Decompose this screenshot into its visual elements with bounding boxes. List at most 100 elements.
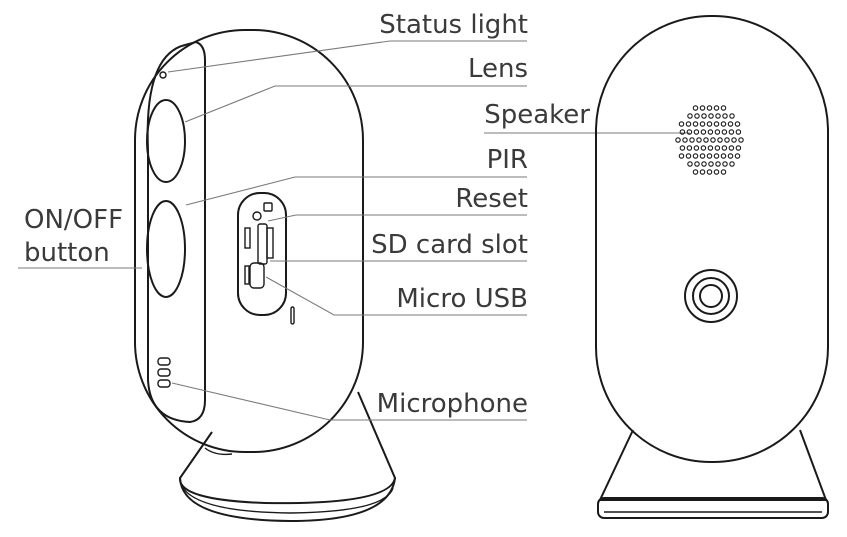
speaker-hole xyxy=(701,113,707,119)
front-face xyxy=(146,40,206,424)
stand-joint xyxy=(204,447,233,456)
speaker-hole xyxy=(696,137,702,143)
speaker-hole xyxy=(717,137,723,143)
lens xyxy=(146,99,186,183)
port-panel xyxy=(237,192,287,316)
speaker-hole xyxy=(729,113,735,119)
speaker-hole xyxy=(721,129,728,135)
speaker-hole xyxy=(675,137,681,143)
speaker-hole xyxy=(738,137,744,143)
speaker-hole xyxy=(713,169,720,175)
speaker-hole xyxy=(694,161,700,167)
label-sd-card-slot: SD card slot xyxy=(371,230,528,260)
speaker-hole xyxy=(713,153,720,159)
speaker-hole xyxy=(693,129,700,135)
left-camera: Status light Lens PIR Reset SD card slot… xyxy=(18,10,690,523)
speaker-hole xyxy=(692,121,699,127)
speaker-hole xyxy=(706,153,713,159)
speaker-hole xyxy=(727,153,734,159)
speaker-hole xyxy=(685,121,692,127)
leader-microphone xyxy=(171,382,527,421)
tripod-mount xyxy=(684,269,738,323)
stand-cone xyxy=(179,391,397,505)
label-on-off: ON/OFF xyxy=(24,205,123,235)
speaker-hole xyxy=(720,153,727,159)
speaker-hole xyxy=(682,137,688,143)
speaker-hole xyxy=(685,153,692,159)
speaker-hole xyxy=(686,145,693,151)
speaker-hole xyxy=(706,105,713,111)
right-camera xyxy=(595,15,829,519)
speaker-hole xyxy=(703,137,709,143)
label-microphone: Microphone xyxy=(377,389,528,419)
speaker-hole xyxy=(722,113,728,119)
speaker-hole xyxy=(735,129,742,135)
stand-base-rim xyxy=(179,477,396,523)
left-body xyxy=(134,29,364,453)
speaker-hole xyxy=(699,121,706,127)
speaker-hole xyxy=(714,129,721,135)
sd-card-slot xyxy=(257,223,268,265)
status-light-dot xyxy=(159,71,167,79)
speaker-hole xyxy=(679,145,686,151)
speaker-hole xyxy=(708,161,714,167)
speaker-hole xyxy=(735,145,742,151)
speaker-grille xyxy=(675,105,744,175)
speaker-hole xyxy=(734,121,741,127)
microphone-holes xyxy=(157,357,171,388)
speaker-hole xyxy=(693,145,700,151)
leader-status-light xyxy=(167,40,527,73)
speaker-hole xyxy=(694,113,700,119)
speaker-hole xyxy=(678,153,685,159)
speaker-hole xyxy=(679,129,686,135)
speaker-hole xyxy=(720,169,727,175)
speaker-hole xyxy=(692,153,699,159)
right-stand-cone xyxy=(598,429,828,501)
speaker-hole xyxy=(734,153,741,159)
speaker-hole xyxy=(708,113,714,119)
leader-reset xyxy=(267,214,527,222)
body-outline xyxy=(134,29,364,453)
label-reset: Reset xyxy=(455,184,528,214)
label-on-off-button: button xyxy=(24,238,110,268)
speaker-hole xyxy=(728,129,735,135)
speaker-hole xyxy=(715,161,721,167)
speaker-hole xyxy=(714,145,721,151)
label-micro-usb: Micro USB xyxy=(396,284,528,314)
reset-button xyxy=(263,202,273,212)
speaker-hole xyxy=(700,145,707,151)
side-indicator xyxy=(290,306,295,325)
speaker-hole xyxy=(728,145,735,151)
speaker-hole xyxy=(699,105,706,111)
pir-sensor xyxy=(146,200,186,298)
leader-pir xyxy=(185,176,527,206)
speaker-hole xyxy=(729,161,735,167)
label-speaker: Speaker xyxy=(484,100,590,130)
speaker-hole xyxy=(707,129,714,135)
speaker-hole xyxy=(721,145,728,151)
label-status-light: Status light xyxy=(379,10,528,40)
right-stand-base xyxy=(597,497,829,519)
speaker-hole xyxy=(731,137,737,143)
speaker-hole xyxy=(699,153,706,159)
leader-lines xyxy=(18,40,527,421)
leader-lens xyxy=(184,85,527,123)
speaker-hole xyxy=(692,169,699,175)
speaker-hole xyxy=(687,161,693,167)
speaker-hole xyxy=(699,169,706,175)
speaker-hole xyxy=(710,137,716,143)
speaker-hole xyxy=(722,161,728,167)
speaker-hole xyxy=(707,145,714,151)
right-body xyxy=(595,15,829,463)
speaker-hole xyxy=(701,161,707,167)
port-cover xyxy=(237,192,287,316)
speaker-hole xyxy=(692,105,699,111)
label-lens: Lens xyxy=(468,54,528,84)
stand-base-inner xyxy=(182,487,394,514)
speaker-hole xyxy=(689,137,695,143)
speaker-hole xyxy=(678,121,685,127)
speaker-hole xyxy=(706,169,713,175)
left-stand xyxy=(179,391,397,523)
